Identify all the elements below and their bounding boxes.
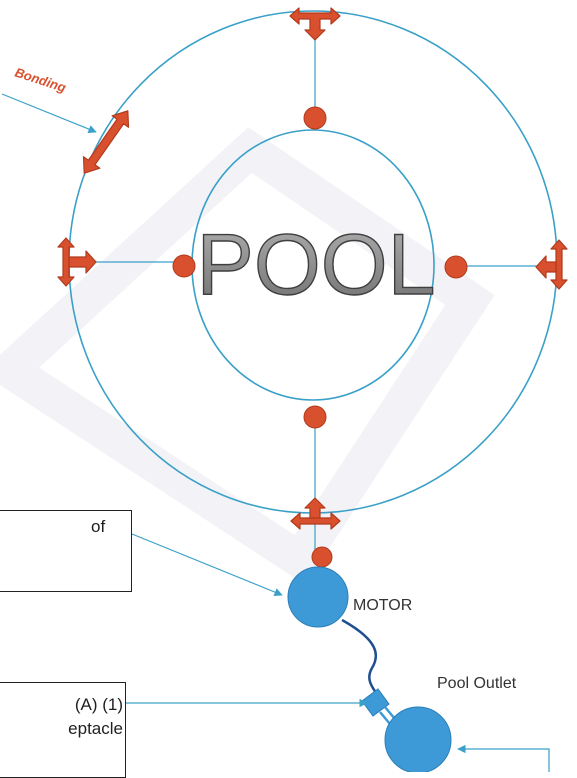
- note-box-2-line1: (A) (1): [74, 695, 123, 714]
- bond-dot-icon: [311, 546, 333, 568]
- motor-icon: [287, 566, 349, 628]
- outlet-right-pointer: [457, 744, 550, 772]
- t-arrow-icon: [290, 497, 341, 530]
- bond-dot-icon: [303, 405, 327, 429]
- outlet-icon: [384, 706, 452, 772]
- note-box-1: of: [0, 510, 132, 592]
- box1-pointer: [131, 533, 283, 597]
- bond-dot-icon: [444, 255, 468, 279]
- plug-icon: [361, 688, 396, 725]
- note-box-1-text: of: [91, 517, 106, 536]
- t-arrow-icon: [535, 239, 568, 290]
- note-box-2: (A) (1) eptacle: [0, 682, 126, 778]
- motor-label: MOTOR: [353, 597, 412, 614]
- bond-dot-icon: [172, 254, 196, 278]
- bond-dot-icon: [303, 106, 327, 130]
- bonding-pointer: [1, 93, 97, 134]
- bonding-label: Bonding: [13, 65, 68, 96]
- t-arrow-icon: [289, 7, 341, 41]
- pool-outlet-label: Pool Outlet: [437, 675, 517, 692]
- pool-label: POOL: [197, 217, 436, 313]
- t-arrow-icon: [57, 237, 97, 287]
- watermark-shape: [0, 127, 495, 585]
- note-box-2-line2: eptacle: [68, 719, 123, 738]
- power-cord: [341, 618, 382, 701]
- double-arrow-icon: [82, 110, 130, 174]
